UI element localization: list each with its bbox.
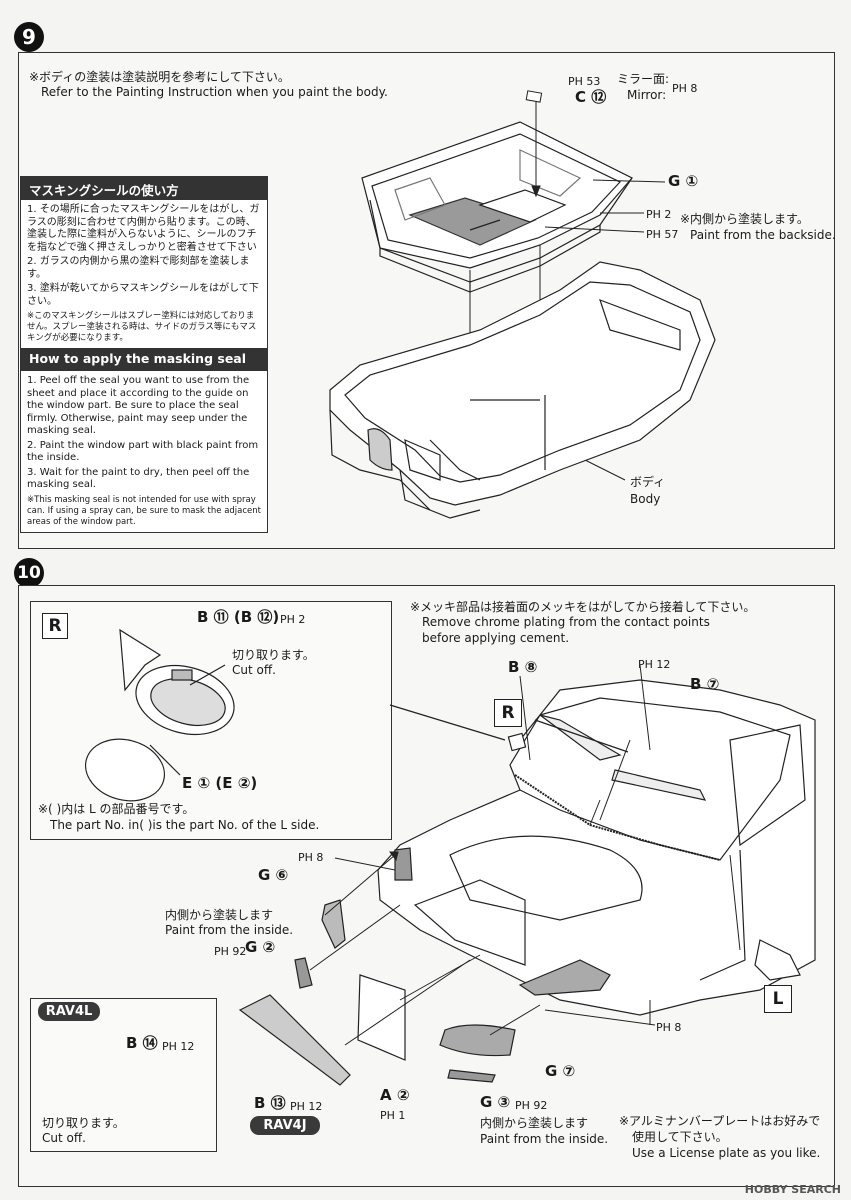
mirror-label-en: Mirror:: [627, 88, 667, 102]
g1-label: G ①: [668, 172, 699, 190]
ph53-label: PH 53: [568, 75, 601, 88]
a2-label: A ②: [380, 1086, 410, 1104]
step-10-arrows: [309, 664, 741, 1046]
masking-en-step-3: 3. Wait for the paint to dry, then peel …: [27, 466, 250, 491]
cutoff-en: Cut off.: [232, 663, 276, 677]
step-9-number: 9: [14, 22, 44, 52]
inside-paint-2-en: Paint from the inside.: [480, 1132, 609, 1146]
c12-label: C ⑫: [575, 88, 607, 106]
e1-e2-label: E ① (E ②): [182, 774, 258, 792]
mirror-inset-drawing: [84, 628, 506, 802]
inside-note-jp: ※内側から塗装します。: [680, 212, 809, 226]
ph2-mirror-label: PH 2: [280, 613, 306, 626]
license-plate-note-jp-2: 使用して下さい。: [632, 1130, 728, 1144]
b14-label: B ⑭: [126, 1034, 158, 1052]
masking-title-en: How to apply the masking seal: [21, 348, 267, 371]
inside-paint-1-en: Paint from the inside.: [165, 923, 294, 937]
masking-en-step-2: 2. Paint the window part with black pain…: [27, 439, 259, 464]
part-number-note-en: The part No. in( )is the part No. of the…: [50, 818, 320, 832]
paint-note-jp: ※ボディの塗装は塗装説明を参考にして下さい。: [29, 70, 290, 84]
inside-note-en: Paint from the backside.: [690, 228, 836, 242]
masking-seal-instructions: マスキングシールの使い方 1. その場所に合ったマスキングシールをはがし、ガラス…: [20, 176, 268, 533]
ph8-foglamp-label: PH 8: [656, 1021, 682, 1034]
chrome-note-en-2: before applying cement.: [422, 631, 570, 645]
body-label-jp: ボディ: [630, 475, 666, 489]
ph12-wiper-label: PH 12: [638, 658, 671, 671]
masking-title-jp: マスキングシールの使い方: [21, 177, 267, 200]
chrome-note-en-1: Remove chrome plating from the contact p…: [422, 615, 710, 629]
masking-jp-step-1: 1. その場所に合ったマスキングシールをはがし、ガラスの彫刻に合わせて内側から貼…: [27, 204, 260, 253]
mirror-label-jp: ミラー面:: [617, 72, 670, 86]
rav4l-badge: RAV4L: [38, 1002, 100, 1021]
g3-label: G ③: [480, 1093, 511, 1111]
rav4l-inset-box: [30, 998, 217, 1152]
cutoff-jp: 切り取ります。: [232, 648, 315, 662]
g2-label: G ②: [245, 938, 276, 956]
inside-paint-1-jp: 内側から塗装します: [165, 908, 274, 922]
car-right-side-badge: R: [494, 699, 522, 727]
ph12-b14-label: PH 12: [162, 1040, 195, 1053]
b7-label: B ⑦: [690, 675, 720, 693]
right-side-badge: R: [42, 613, 68, 639]
license-plate-note-en: Use a License plate as you like.: [632, 1146, 821, 1160]
ph2-label: PH 2: [646, 208, 672, 221]
part-number-note-jp: ※( )内は L の部品番号です。: [38, 802, 195, 816]
masking-jp-note: ※このマスキングシールはスプレー塗料には対応しておりません。スプレー塗装される時…: [27, 311, 257, 343]
ph92-label: PH 92: [214, 945, 247, 958]
ph92-g3-label: PH 92: [515, 1099, 548, 1112]
left-side-badge: L: [764, 985, 792, 1013]
car-body-drawing: [329, 261, 716, 519]
car-front-drawing: [377, 679, 816, 1016]
step-10-number: 10: [14, 558, 44, 588]
ph57-label: PH 57: [646, 228, 679, 241]
g7-label: G ⑦: [545, 1062, 576, 1080]
b11-b12-label: B ⑪ (B ⑫): [197, 608, 280, 626]
masking-en-step-1: 1. Peel off the seal you want to use fro…: [27, 375, 250, 436]
mirror-part-drawing: [525, 90, 543, 103]
masking-jp-step-3: 3. 塗料が乾いてからマスキングシールをはがして下さい。: [27, 283, 259, 307]
license-plate-note-jp-1: ※アルミナンバープレートはお好みで: [619, 1114, 821, 1128]
window-part-drawing: [361, 121, 633, 293]
paint-note-en: Refer to the Painting Instruction when y…: [41, 85, 388, 99]
masking-jp-step-2: 2. ガラスの内側から黒の塗料で彫刻部を塗装します。: [27, 256, 250, 280]
rav4j-badge: RAV4J: [250, 1116, 320, 1135]
g6-label: G ⑥: [258, 866, 289, 884]
cutoff2-en: Cut off.: [42, 1131, 86, 1145]
masking-en-note: ※This masking seal is not intended for u…: [27, 494, 261, 527]
inside-paint-2-jp: 内側から塗装します: [480, 1116, 589, 1130]
b13-label: B ⑬: [254, 1094, 286, 1112]
watermark: HOBBY SEARCH: [744, 1183, 841, 1196]
body-label-en: Body: [630, 492, 661, 506]
ph8-mirror-label: PH 8: [672, 82, 698, 95]
ph12-b13-label: PH 12: [290, 1100, 323, 1113]
ph1-label: PH 1: [380, 1109, 406, 1122]
b8-label: B ⑧: [508, 658, 538, 676]
cutoff2-jp: 切り取ります。: [42, 1116, 125, 1130]
ph8-headlight-label: PH 8: [298, 851, 324, 864]
chrome-note-jp: ※メッキ部品は接着面のメッキをはがしてから接着して下さい。: [410, 600, 756, 614]
